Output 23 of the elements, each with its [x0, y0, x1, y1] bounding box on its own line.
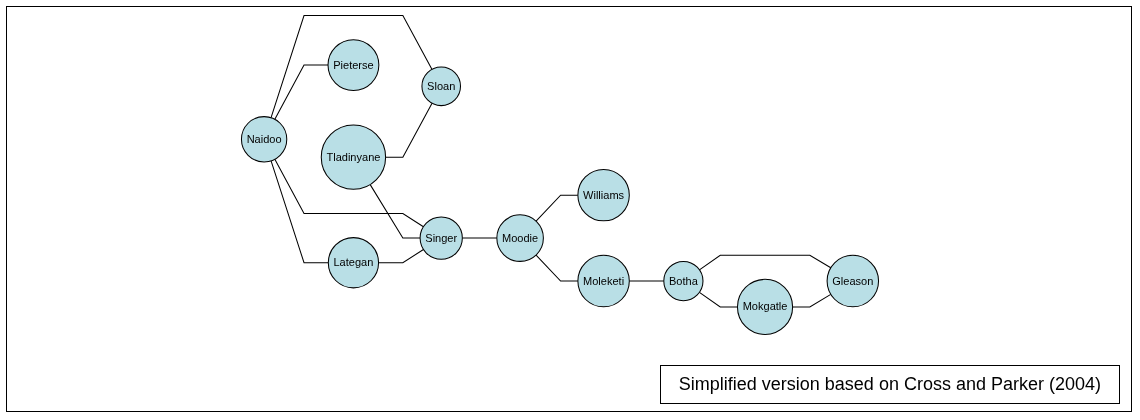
node-circle: Williams	[577, 168, 630, 222]
node-circle: Mokgatle	[736, 278, 794, 335]
connector	[698, 254, 832, 271]
connector	[270, 15, 433, 119]
connector	[274, 158, 424, 228]
connector	[698, 291, 738, 308]
node-circle: Tladinyane	[320, 124, 387, 190]
connector	[369, 184, 421, 239]
node-circle: Moleketi	[577, 254, 630, 308]
connector	[792, 293, 832, 308]
connector	[378, 249, 424, 264]
node-circle: Naidoo	[240, 116, 288, 163]
connector	[270, 160, 329, 264]
connector	[385, 102, 433, 158]
node-circle: Pieterse	[327, 39, 380, 91]
node-circle: Moodie	[496, 214, 544, 262]
node-circle: Gleason	[826, 254, 880, 308]
node-circle: Lategan	[327, 237, 380, 289]
connector	[274, 64, 329, 120]
caption: Simplified version based on Cross and Parker (2004)	[659, 365, 1120, 404]
node-circle: Singer	[419, 216, 463, 260]
node-circle: Sloan	[421, 66, 462, 107]
node-circle: Botha	[663, 260, 704, 302]
